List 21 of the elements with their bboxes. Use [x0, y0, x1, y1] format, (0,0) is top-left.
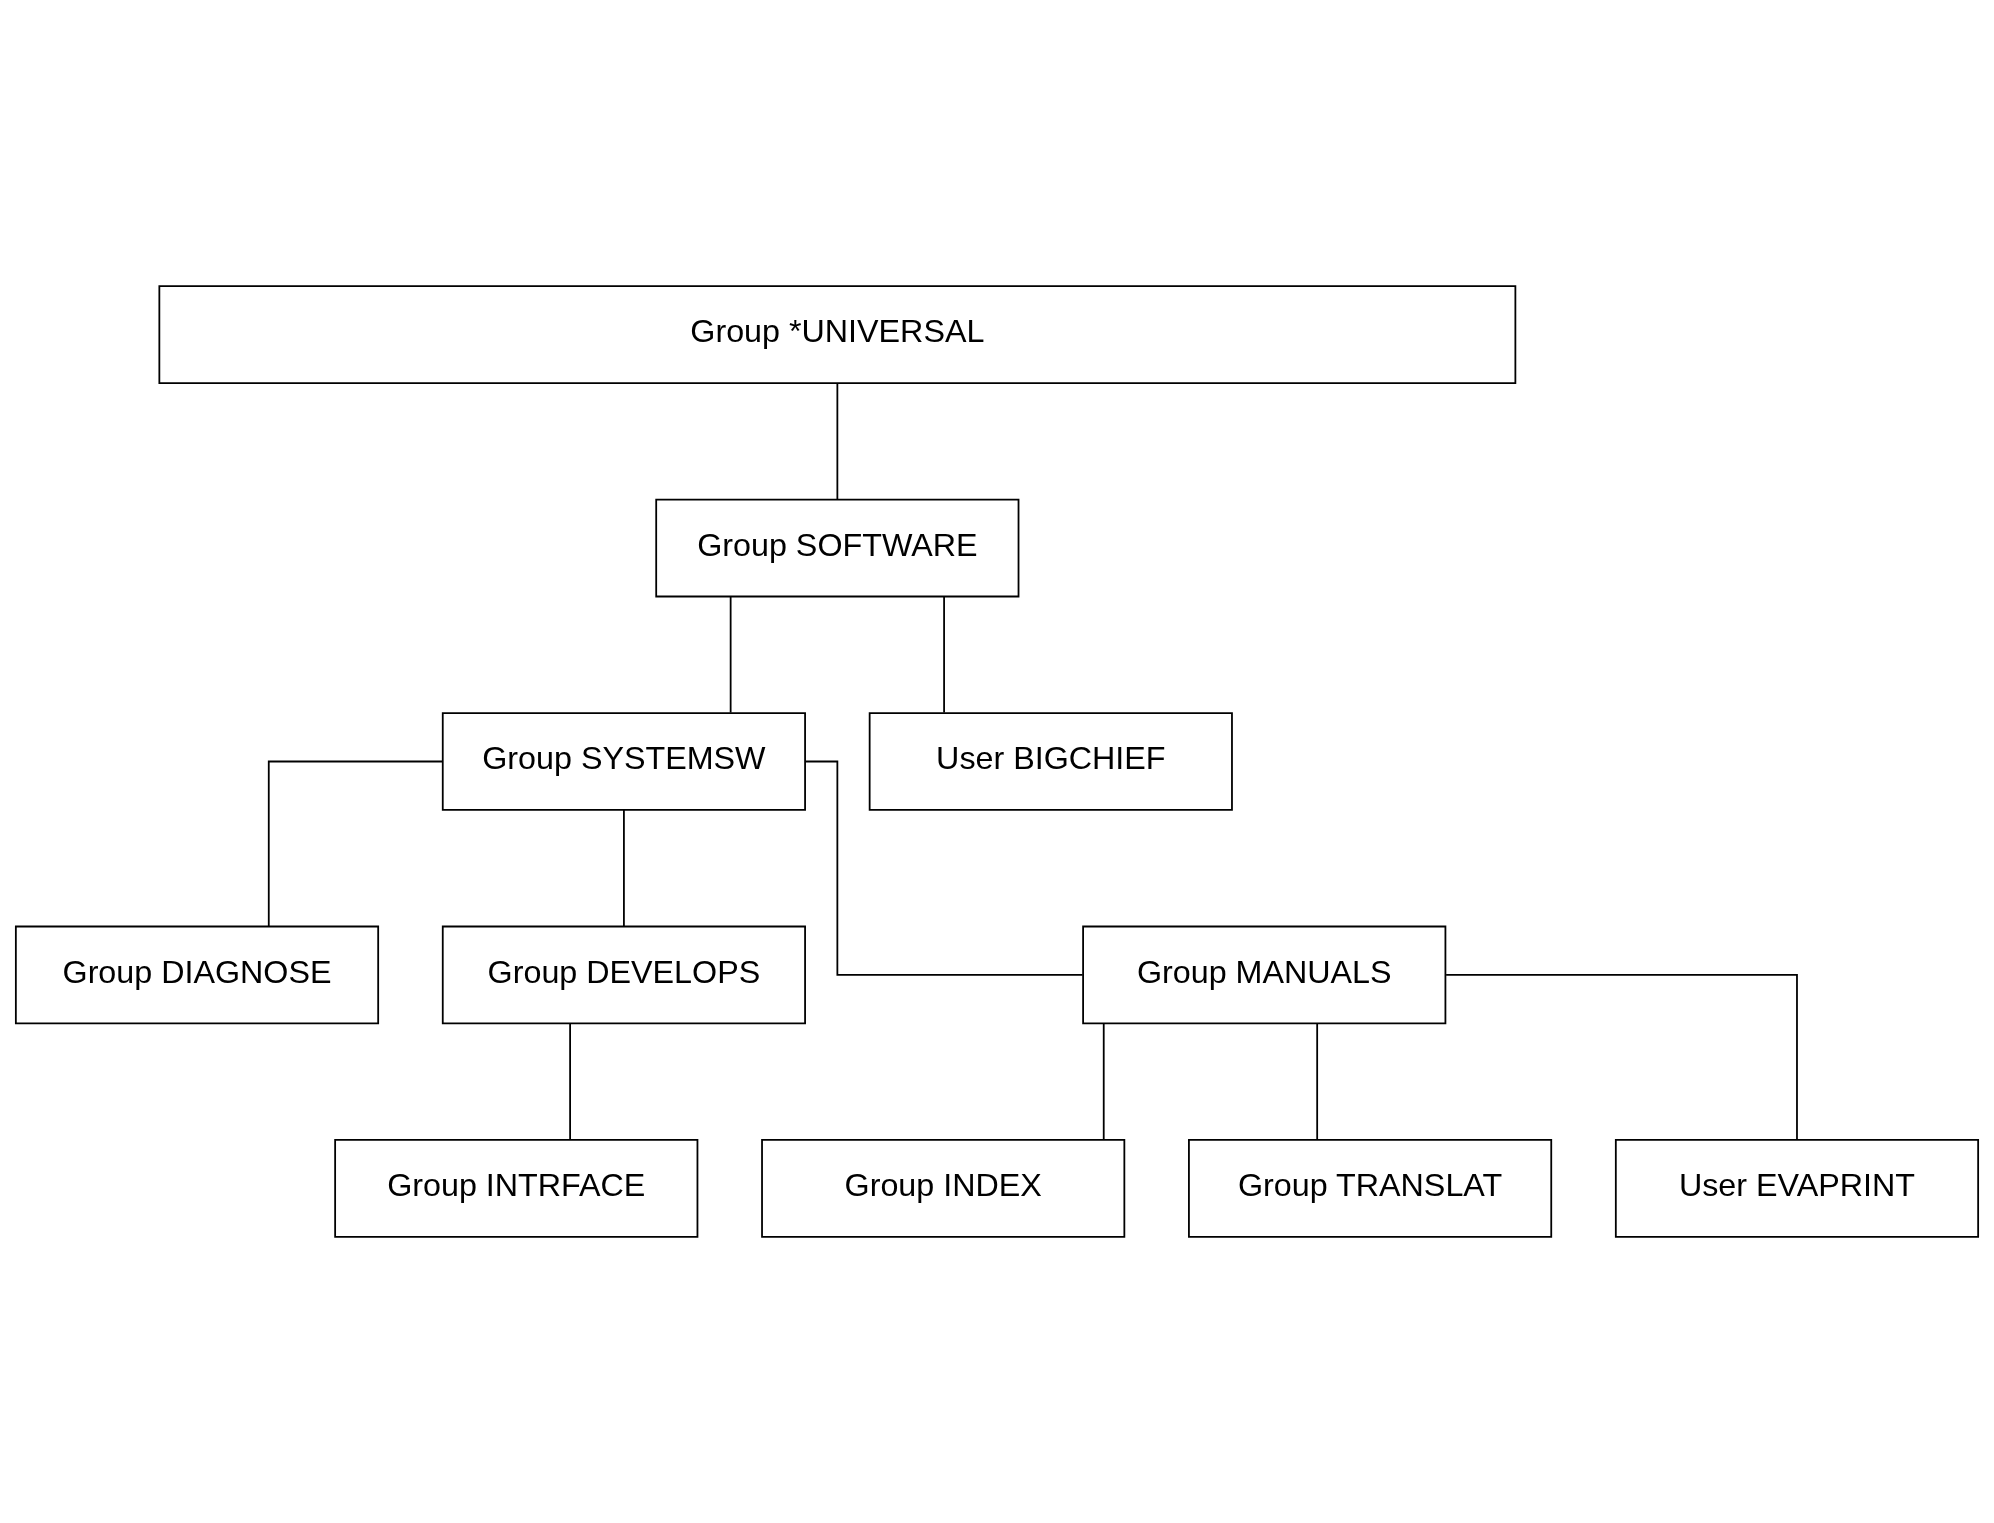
- node-box: Group SOFTWARE: [655, 498, 1020, 598]
- node-box: Group INTRFACE: [334, 1139, 699, 1238]
- connector: [569, 1022, 571, 1141]
- node-box: Group *UNIVERSAL: [158, 285, 1517, 384]
- connector: [836, 382, 839, 500]
- connector: [1102, 1022, 1105, 1141]
- connector: [943, 595, 945, 714]
- connector: [623, 809, 625, 927]
- connector: [267, 760, 444, 928]
- connector: [1316, 1022, 1319, 1141]
- node-box: User BIGCHIEF: [868, 712, 1233, 811]
- node-box: Group DIAGNOSE: [14, 925, 380, 1025]
- connector: [729, 595, 732, 714]
- node-box: Group DEVELOPS: [441, 925, 806, 1025]
- node-box: Group INDEX: [761, 1139, 1126, 1238]
- node-box: Group SYSTEMSW: [441, 712, 806, 811]
- connector: [1445, 974, 1798, 1141]
- connector: [804, 760, 1084, 976]
- node-box: Group TRANSLAT: [1188, 1139, 1553, 1238]
- node-box: Group MANUALS: [1082, 925, 1447, 1025]
- node-box: User EVAPRINT: [1614, 1139, 1980, 1238]
